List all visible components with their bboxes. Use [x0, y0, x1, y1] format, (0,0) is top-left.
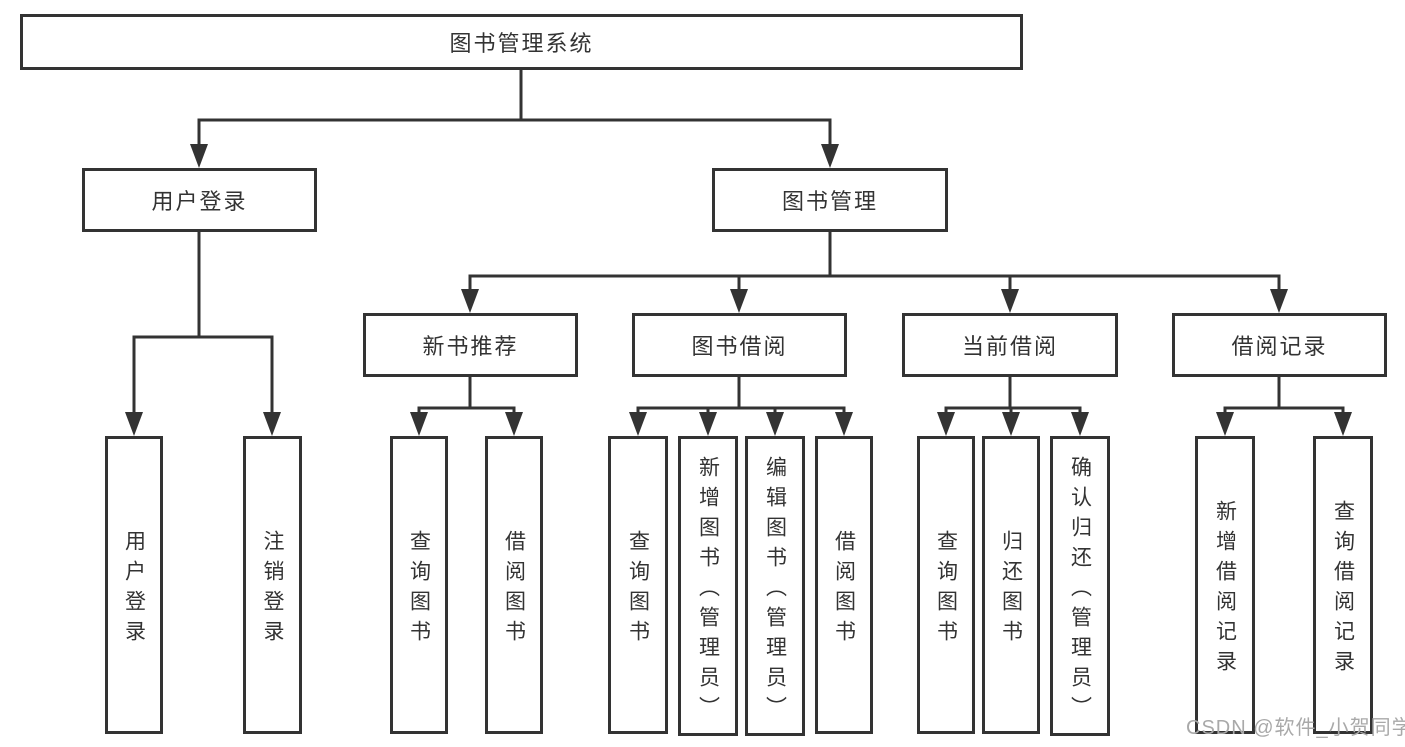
node-query-books-recommend: 查询图书: [390, 436, 448, 734]
arrowhead-down-icon: [1270, 289, 1288, 313]
arrowhead-down-icon: [410, 412, 428, 436]
node-label: 用户登录: [151, 189, 248, 214]
arrowhead-down-icon: [263, 412, 281, 436]
node-confirm-return-admin: 确认归还（管理员）: [1050, 436, 1110, 736]
node-book-management: 图书管理: [712, 168, 948, 232]
node-label: 查询图书: [934, 529, 958, 650]
arrowhead-down-icon: [730, 289, 748, 313]
node-label: 图书借阅: [691, 334, 788, 359]
node-edit-books-admin: 编辑图书（管理员）: [745, 436, 805, 736]
arrowhead-down-icon: [1001, 289, 1019, 313]
node-user-login: 用户登录: [82, 168, 317, 232]
node-label: 确认归还（管理员）: [1068, 455, 1092, 726]
arrowhead-down-icon: [1071, 412, 1089, 436]
arrowhead-down-icon: [835, 412, 853, 436]
arrowhead-down-icon: [937, 412, 955, 436]
watermark: CSDN @软件_小贺同学: [1186, 717, 1405, 739]
arrowhead-down-icon: [190, 144, 208, 168]
node-add-books-admin: 新增图书（管理员）: [678, 436, 738, 736]
arrowhead-down-icon: [125, 412, 143, 436]
node-label: 注销登录: [261, 529, 284, 650]
node-label: 当前借阅: [961, 334, 1058, 359]
node-library-system: 图书管理系统: [20, 14, 1023, 70]
node-borrowing-records: 借阅记录: [1172, 313, 1387, 377]
node-label: 查询图书: [626, 529, 650, 650]
arrowhead-down-icon: [699, 412, 717, 436]
node-label: 新增借阅记录: [1213, 499, 1237, 680]
node-new-book-recommend: 新书推荐: [363, 313, 578, 377]
node-book-borrowing: 图书借阅: [632, 313, 847, 377]
node-label: 借阅记录: [1231, 334, 1328, 359]
node-label: 借阅图书: [502, 529, 526, 650]
arrowhead-down-icon: [821, 144, 839, 168]
node-label: 新增图书（管理员）: [696, 455, 720, 726]
arrowhead-down-icon: [629, 412, 647, 436]
node-query-borrow-record: 查询借阅记录: [1313, 436, 1373, 734]
node-label: 图书管理: [781, 189, 878, 214]
arrowhead-down-icon: [1002, 412, 1020, 436]
arrowhead-down-icon: [1216, 412, 1234, 436]
arrowhead-down-icon: [505, 412, 523, 436]
node-label: 归还图书: [999, 529, 1023, 650]
node-current-borrowing: 当前借阅: [902, 313, 1118, 377]
node-label: 新书推荐: [422, 334, 519, 359]
node-logout-leaf: 注销登录: [243, 436, 302, 734]
node-label: 查询借阅记录: [1331, 499, 1355, 680]
node-label: 用户登录: [122, 529, 146, 650]
node-return-books: 归还图书: [982, 436, 1040, 734]
node-borrow-books-recommend: 借阅图书: [485, 436, 543, 734]
arrowhead-down-icon: [461, 289, 479, 313]
node-query-books-current: 查询图书: [917, 436, 975, 734]
node-label: 查询图书: [407, 529, 431, 650]
node-label: 借阅图书: [832, 529, 856, 650]
node-query-books-borrowing: 查询图书: [608, 436, 668, 734]
node-add-borrow-record: 新增借阅记录: [1195, 436, 1255, 734]
node-borrow-books-borrowing: 借阅图书: [815, 436, 873, 734]
arrowhead-down-icon: [766, 412, 784, 436]
node-label: 图书管理系统: [449, 31, 594, 56]
arrowhead-down-icon: [1334, 412, 1352, 436]
node-user-login-leaf: 用户登录: [105, 436, 163, 734]
node-label: 编辑图书（管理员）: [763, 455, 787, 726]
